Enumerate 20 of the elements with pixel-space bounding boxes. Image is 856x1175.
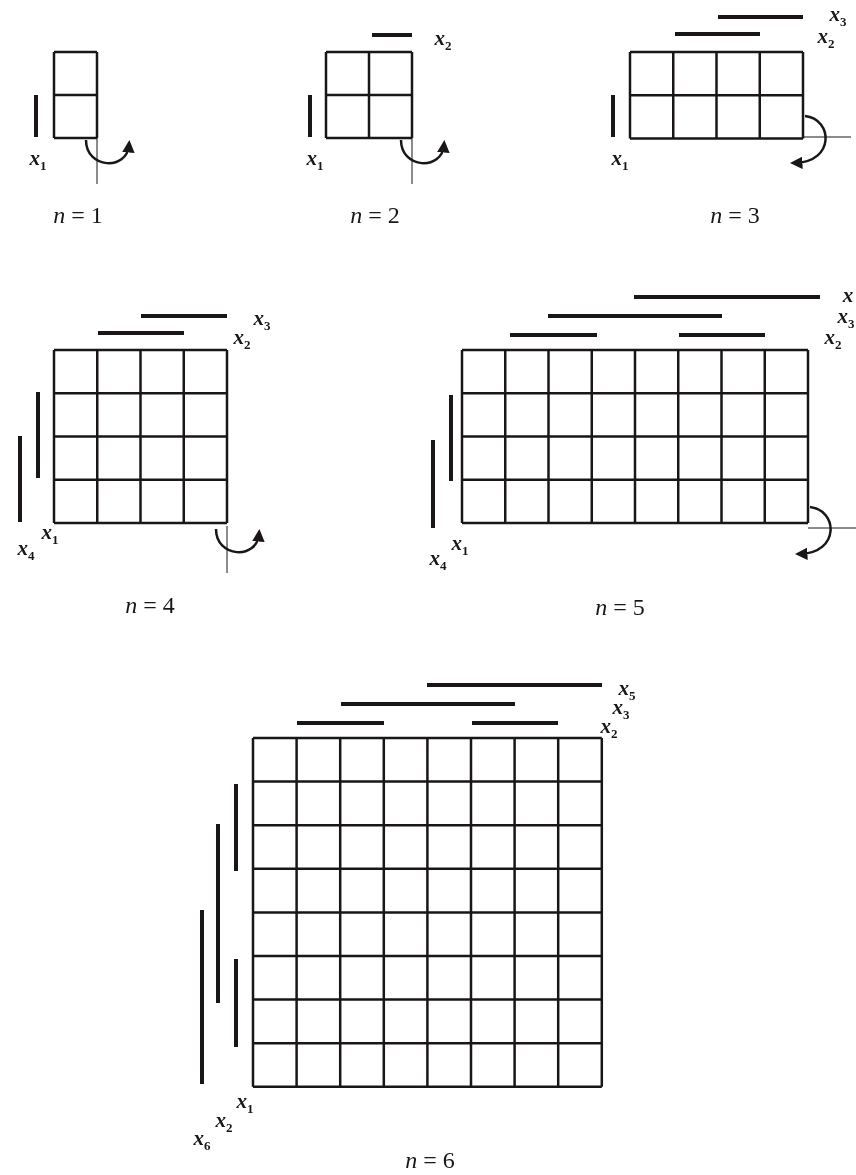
variable-label: x$_{2}$: [233, 326, 251, 352]
variable-label: x$_{6}$: [193, 1127, 211, 1153]
variable-label: x$_{2}$: [434, 27, 452, 53]
variable-label: x: [842, 284, 854, 306]
variable-label: x$_{1}$: [451, 532, 469, 558]
variable-label: x$_{1}$: [41, 521, 59, 547]
variable-label: x$_{4}$: [17, 537, 35, 563]
variable-label: x$_{1}$: [611, 147, 629, 173]
map-caption: n = 3: [710, 203, 760, 227]
variable-label: x$_{2}$: [215, 1109, 233, 1135]
map-caption: n = 2: [350, 203, 400, 227]
variable-label: x$_{1}$: [236, 1090, 254, 1116]
map-caption: n = 4: [125, 593, 175, 617]
map-caption: n = 5: [595, 595, 645, 619]
variable-label: x$_{4}$: [429, 547, 447, 573]
map-caption: n = 6: [405, 1148, 455, 1172]
map-caption: n = 1: [53, 203, 103, 227]
variable-label: x$_{1}$: [29, 147, 47, 173]
variable-label: x$_{3}$: [253, 307, 271, 333]
variable-label: x$_{1}$: [306, 147, 324, 173]
